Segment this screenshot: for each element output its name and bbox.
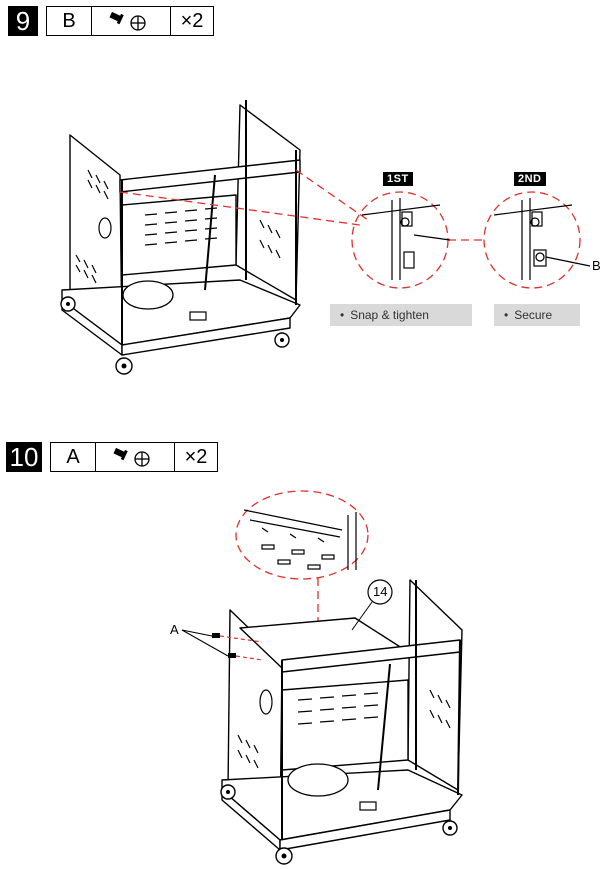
part-callout-a: A bbox=[170, 622, 179, 637]
part-number-callout: 14 bbox=[373, 584, 387, 599]
